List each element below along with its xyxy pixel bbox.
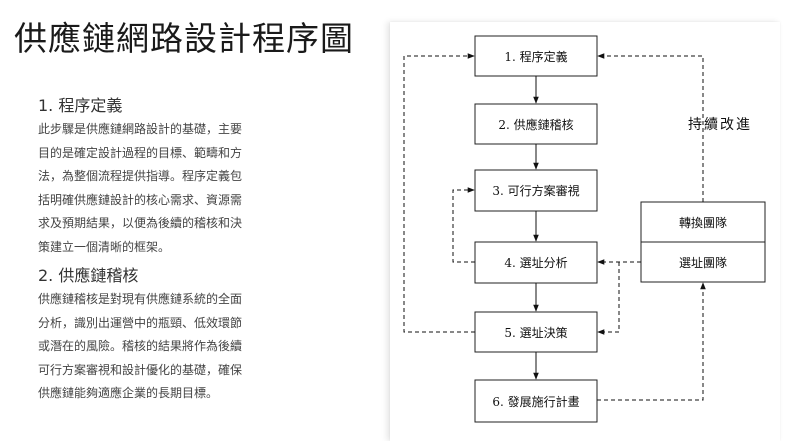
feedback-arrow-to-5 xyxy=(597,262,620,335)
step-label-4: 4. 選址分析 xyxy=(504,256,567,270)
body-line: 或潛在的風險。稽核的結果將作為後續 xyxy=(38,339,243,353)
step-box-5: 5. 選址決策 xyxy=(474,311,598,353)
body-line: 括明確供應鏈設計的核心需求、資源需 xyxy=(38,192,243,207)
body-line: 供應鏈能夠適應企業的長期目標。 xyxy=(38,386,219,400)
body-line: 目的是確定設計過程的目標、範疇和方 xyxy=(38,145,243,160)
step-label-1: 1. 程序定義 xyxy=(504,49,567,64)
feedback-arrow-6-to-team xyxy=(597,282,706,401)
step-box-3: 3. 可行方案審視 xyxy=(474,169,598,212)
team-box-site-selection: 選址團隊 xyxy=(640,241,766,283)
step-label-2: 2. 供應鏈稽核 xyxy=(498,117,573,132)
body-line: 法，為整個流程提供指導。程序定義包 xyxy=(38,169,243,183)
feedback-arrow-4-to-3 xyxy=(452,187,475,263)
body-line: 此步驟是供應鏈網路設計的基礎，主要 xyxy=(38,122,243,136)
section-body-process-definition: 此步驟是供應鏈網路設計的基礎，主要 目的是確定設計過程的目標、範疇和方 法，為整… xyxy=(38,118,286,259)
process-diagram: 1. 程序定義 2. 供應鏈稽核 3. 可行方案審視 4. 選址分析 5. 選址… xyxy=(403,35,766,423)
team-label-transformation: 轉換團隊 xyxy=(679,215,727,230)
step-box-1: 1. 程序定義 xyxy=(474,35,598,77)
continuous-improvement-label: 持續改進 xyxy=(688,117,752,133)
section-heading-supply-chain-audit: 2. 供應鏈稽核 xyxy=(38,266,139,285)
section-body-supply-chain-audit: 供應鏈稽核是對現有供應鏈系統的全面 分析，識別出運營中的瓶頸、低效環節 或潛在的… xyxy=(38,288,286,406)
feedback-arrows xyxy=(403,53,706,401)
step-label-3: 3. 可行方案審視 xyxy=(492,183,579,198)
process-diagram-panel: 1. 程序定義 2. 供應鏈稽核 3. 可行方案審視 4. 選址分析 5. 選址… xyxy=(390,22,780,441)
step-label-5: 5. 選址決策 xyxy=(504,326,567,340)
feedback-arrow-5-to-1 xyxy=(403,53,475,333)
team-label-site-selection: 選址團隊 xyxy=(679,255,727,270)
step-box-2: 2. 供應鏈稽核 xyxy=(474,103,598,145)
step-box-6: 6. 發展施行計畫 xyxy=(474,379,598,423)
body-line: 可行方案審視和設計優化的基礎，確保 xyxy=(38,362,243,377)
step-box-4: 4. 選址分析 xyxy=(474,241,598,284)
team-box-transformation: 轉換團隊 xyxy=(640,201,766,243)
slide-title: 供應鏈網路設計程序圖 xyxy=(14,19,354,58)
body-line: 求及預期結果，以便為後續的稽核和決 xyxy=(38,216,243,230)
body-line: 策建立一個清晰的框架。 xyxy=(38,239,171,254)
section-heading-process-definition: 1. 程序定義 xyxy=(38,96,123,115)
body-line: 分析，識別出運營中的瓶頸、低效環節 xyxy=(38,315,243,330)
body-line: 供應鏈稽核是對現有供應鏈系統的全面 xyxy=(38,292,243,306)
step-label-6: 6. 發展施行計畫 xyxy=(492,394,579,409)
